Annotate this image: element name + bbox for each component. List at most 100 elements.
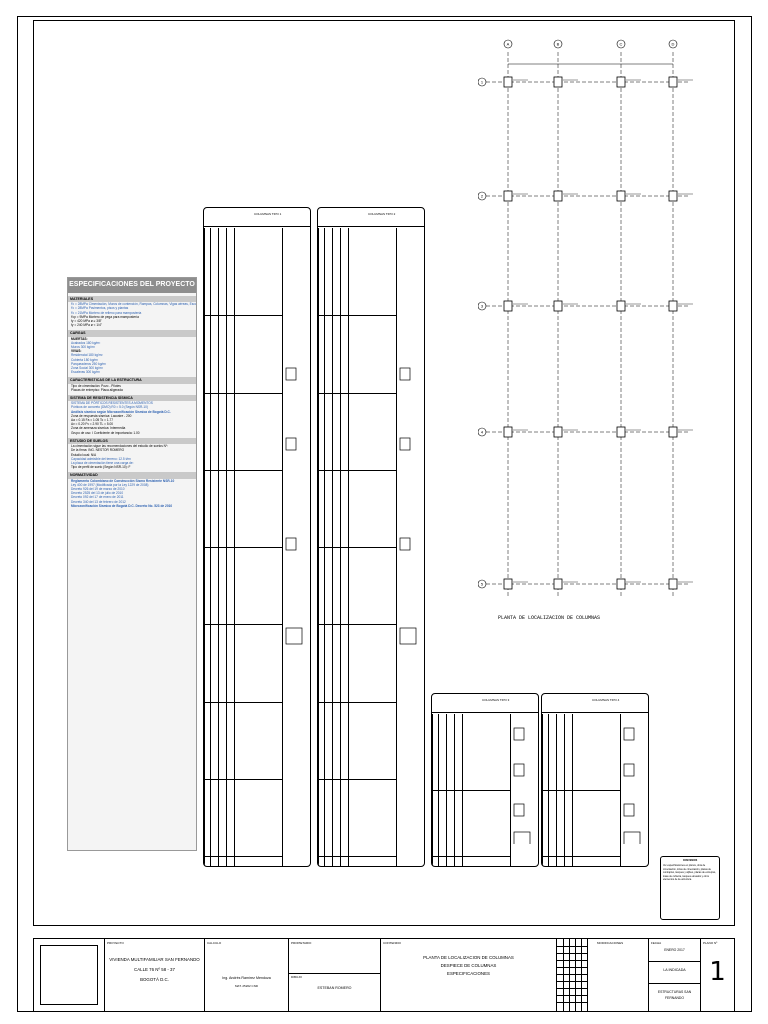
spec-line: Residencial 180 kg/m²: [71, 353, 103, 358]
propietario-label: PROPIETARIO: [291, 941, 312, 945]
sheet-number-cell: PLANO Nº 1: [700, 939, 734, 1011]
modifications-cell: MODIFICACIONES: [556, 939, 648, 1011]
contenido-label: CONTENIDO: [383, 941, 401, 945]
spec-line: Tipo de perfil de suelo (Según NSR-10): …: [71, 465, 131, 470]
column-section-detail: [623, 727, 635, 741]
axis-number: 2: [481, 194, 484, 199]
spec-line: SISTEMA DE PÓRTICOS RESISTENTES A MOMENT…: [71, 401, 153, 406]
date-cell: FECHA ENERO 2017 LA INDICADA ESTRUCTURAS…: [648, 939, 700, 1011]
column-section-detail: [285, 367, 297, 381]
spec-line: Capacidad admisible del terreno: 12.5 t/…: [71, 456, 132, 461]
column-section-detail: [513, 803, 525, 817]
column-section-detail: [623, 831, 641, 844]
axis-letter: B: [557, 42, 560, 47]
column-section-detail: [513, 727, 525, 741]
column-mark: [503, 578, 513, 590]
column-section-detail: [399, 627, 417, 645]
column-mark: [616, 578, 626, 590]
section-estructura: CARACTERISTICAS DE LA ESTRUCTURA: [68, 377, 196, 384]
panel-title: COLUMNAS TIPO 3: [482, 698, 510, 702]
spec-line: Escaleras 300 kg/m²: [71, 370, 101, 375]
date-value: ENERO 2017: [664, 948, 685, 952]
content-line: ESPECIFICACIONES: [447, 971, 490, 976]
column-mark: [503, 426, 513, 438]
axis-bubble: [553, 39, 563, 49]
spec-line: Aa = 0.15 Fa = 1.05 Tc = 1.77: [71, 418, 114, 423]
section-normatividad: NORMATIVIDAD: [68, 472, 196, 479]
plan-title: PLANTA DE LOCALIZACION DE COLUMNAS: [498, 615, 601, 621]
calculo-label: CALCULO: [207, 941, 222, 945]
section-suelos: ESTUDIO DE SUELOS: [68, 437, 196, 445]
specs-title: ESPECIFICACIONES DEL PROYECTO: [68, 278, 196, 293]
spec-line: Av = 0.20 Fv = 2.90 TL = 5.00: [71, 422, 114, 427]
spec-line: Muros 300 kg/m²: [71, 345, 95, 350]
project-name: VIVIENDA MULTIFAMILIAR SAN FERNANDO: [109, 957, 200, 962]
axis-bubble: [478, 191, 487, 201]
spec-line: Placas de entrepiso: Placa aligerada: [71, 387, 123, 392]
fecha-label: FECHA: [651, 941, 662, 945]
spec-line: La cimentación sigue las recomendaciones…: [71, 444, 169, 449]
section-materiales: MATERIALES: [68, 296, 196, 303]
notes-title: CONVENIOS: [682, 859, 698, 862]
column-section-detail: [623, 803, 635, 817]
drawing-frame: [33, 20, 735, 926]
spec-line: Zona de amenaza sísmica: Intermedia: [71, 426, 126, 431]
column-section-detail: [399, 437, 411, 451]
drafter-name: ESTEBAN ROMERO: [317, 986, 352, 990]
column-mark: [668, 578, 678, 590]
spec-line: Estudio local: N/A: [71, 452, 97, 457]
column-mark: [553, 578, 563, 590]
engineer-name: Ing. Andrés Ramírez Mendoza: [222, 976, 271, 980]
axis-bubble: [616, 39, 626, 49]
column-mark: [553, 76, 563, 88]
panel-title: COLUMNAS TIPO 1: [254, 212, 282, 216]
notes-box: CONVENIOS Ver especificaciones en planos…: [660, 856, 720, 920]
panel-title: COLUMNAS TIPO 2: [368, 212, 396, 216]
column-mark: [503, 300, 513, 312]
calculo-cell: CALCULO Ing. Andrés Ramírez Mendoza MAT.…: [204, 939, 288, 1011]
column-mark: [503, 190, 513, 202]
dibujo-label: DIBUJO: [291, 975, 303, 979]
logo-cell: [34, 939, 104, 1011]
axis-bubble: [668, 39, 678, 49]
column-section-detail: [399, 367, 411, 381]
column-section-detail: [513, 831, 531, 844]
axis-bubble: [478, 77, 487, 87]
project-address: CALLE 76 Nº 58 - 37: [134, 967, 175, 972]
content-line: PLANTA DE LOCALIZACION DE COLUMNAS: [423, 955, 514, 960]
spec-line: Microzonificación Sísmica de Bogotá D.C.…: [71, 503, 173, 508]
column-section-detail: [513, 763, 525, 777]
spec-line: Zona Social 300 kg/m²: [71, 366, 103, 371]
spec-line: Pórticos de concreto (DMO) R0 = 5.0 (Seg…: [71, 405, 148, 410]
column-detail-panel: COLUMNAS TIPO 1: [203, 207, 311, 867]
spec-line: Decreto 2525 del 13 de julio de 2010: [71, 491, 124, 496]
column-mark: [616, 76, 626, 88]
spec-line: fy = 240 MPa ø < 1/4": [71, 323, 102, 328]
spec-line: fy = 420 MPa ø ≥ 3/8": [71, 319, 102, 324]
file-value: ESTRUCTURAS SAN FERNANDO: [657, 990, 692, 1000]
column-mark: [553, 426, 563, 438]
panel-title: COLUMNAS TIPO 4: [592, 698, 620, 702]
engineer-license: MAT. 25202 CND: [234, 984, 259, 988]
spec-line: De la firma: ING. NESTOR ROMERO: [71, 448, 125, 453]
spec-line: Decreto 926 del 19 de marzo de 2010: [71, 486, 125, 491]
column-mark: [553, 190, 563, 202]
project-cell: PROYECTO VIVIENDA MULTIFAMILIAR SAN FERN…: [104, 939, 204, 1011]
axis-bubble: [478, 301, 487, 311]
proyecto-label: PROYECTO: [107, 941, 124, 945]
column-mark: [616, 300, 626, 312]
column-mark: [616, 190, 626, 202]
owner-cell: PROPIETARIO DIBUJO ESTEBAN ROMERO: [288, 939, 380, 1011]
column-mark: [668, 76, 678, 88]
section-sismo: SISTEMA DE RESISTENCIA SÍSMICA: [68, 395, 196, 402]
axis-number: 4: [481, 430, 484, 435]
spec-line: f'c = 28MPa Cimentación, Muros de conten…: [71, 302, 197, 307]
axis-letter: C: [620, 42, 623, 47]
spec-line: Tipo de cimentación: Pozo - Pilotes: [71, 383, 121, 388]
spec-line: Zona de respuesta sísmica: Lacustre - 20…: [71, 413, 132, 418]
spec-line: MUERTAS:: [71, 336, 88, 341]
spec-line: Reglamento Colombiano de Construcción Si…: [71, 478, 175, 483]
scale-value: LA INDICADA: [663, 968, 686, 972]
axis-bubble: [478, 427, 487, 437]
